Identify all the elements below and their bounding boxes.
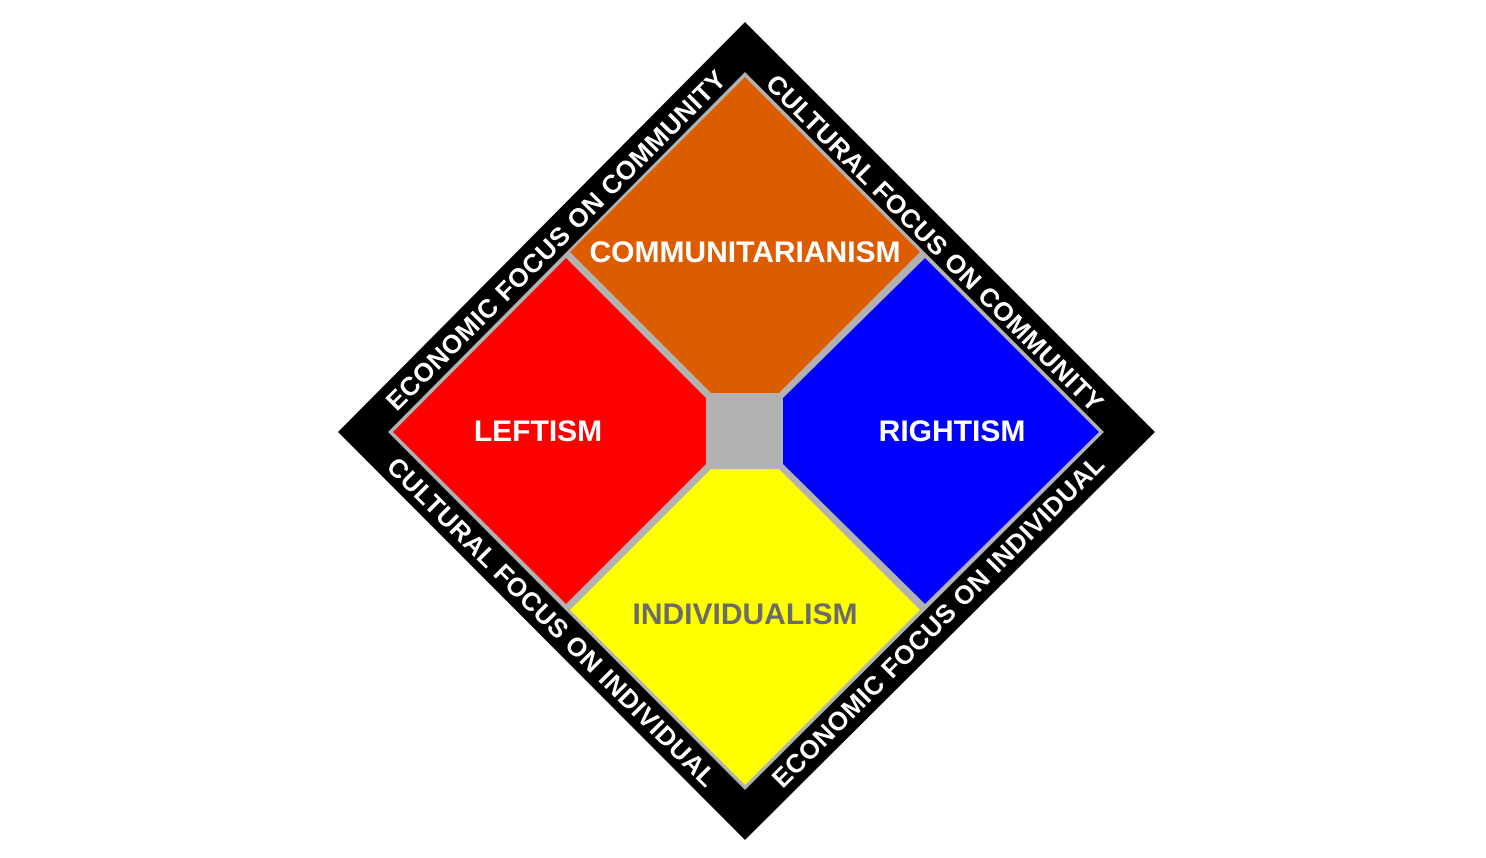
center-square: [709, 396, 780, 466]
communitarianism-label: COMMUNITARIANISM: [589, 236, 900, 269]
leftism-label: LEFTISM: [474, 415, 602, 448]
quadrant-top: [570, 77, 920, 393]
quadrant-right: [783, 258, 1099, 604]
rightism-label: RIGHTISM: [879, 415, 1026, 448]
quadrant-left: [393, 258, 706, 604]
individualism-label: INDIVIDUALISM: [633, 598, 858, 631]
quadrant-bottom: [570, 469, 920, 785]
